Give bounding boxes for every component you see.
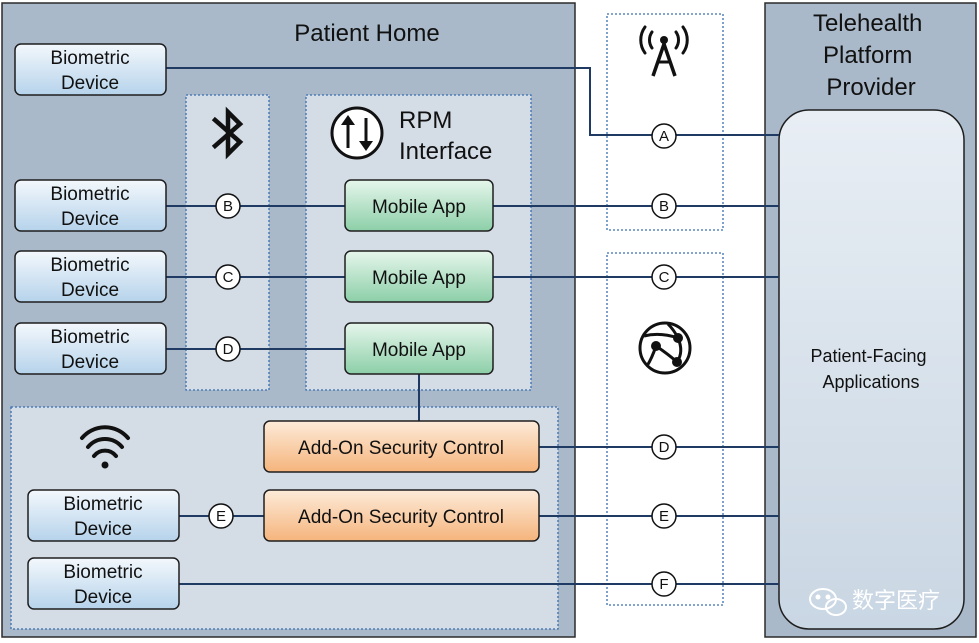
patient-facing-applications-label: Patient-Facing Applications: [810, 346, 931, 392]
marker-e: E: [651, 503, 677, 529]
globe-icon: [638, 321, 692, 375]
marker-b: B: [215, 193, 241, 219]
connection-lines: [166, 67, 779, 585]
marker-a: A: [651, 123, 677, 149]
add-on-security-control: Add-On Security Control: [263, 489, 540, 542]
provider-title: Telehealth Platform Provider: [813, 10, 929, 101]
watermark-text: 数字医疗: [852, 588, 940, 613]
svg-text:E: E: [216, 508, 226, 525]
wifi-icon: [80, 425, 130, 469]
cell-tower-icon: [639, 25, 689, 77]
marker-b: B: [651, 193, 677, 219]
svg-text:Mobile App: Mobile App: [372, 340, 466, 361]
svg-text:A: A: [659, 128, 669, 145]
svg-text:B: B: [223, 198, 233, 215]
mobile-app: Mobile App: [344, 250, 494, 303]
internet-zone: [606, 252, 724, 606]
arrows-updown-icon: [330, 106, 384, 160]
svg-text:Mobile App: Mobile App: [372, 197, 466, 218]
mobile-app: Mobile App: [344, 179, 494, 232]
rpm-interface-title: RPM Interface: [399, 107, 492, 165]
marker-d: D: [215, 336, 241, 362]
marker-f: F: [651, 571, 677, 597]
svg-text:D: D: [659, 439, 670, 456]
svg-text:C: C: [659, 269, 670, 286]
marker-e: E: [208, 503, 234, 529]
mobile-app: Mobile App: [344, 322, 494, 375]
bluetooth-icon: [211, 106, 244, 160]
provider-region: Telehealth Platform Provider Patient-Fac…: [764, 2, 977, 638]
line-a: [166, 67, 779, 136]
svg-text:F: F: [659, 576, 668, 593]
patient-facing-applications-box: [778, 109, 965, 630]
wechat-icon: [809, 588, 847, 616]
svg-text:Add-On Security Control: Add-On Security Control: [298, 438, 504, 459]
marker-c: C: [651, 264, 677, 290]
svg-text:Mobile App: Mobile App: [372, 268, 466, 289]
svg-text:C: C: [223, 269, 234, 286]
svg-text:D: D: [223, 341, 234, 358]
svg-text:E: E: [659, 508, 669, 525]
svg-text:B: B: [659, 198, 669, 215]
marker-d: D: [651, 434, 677, 460]
watermark: 数字医疗: [809, 588, 940, 616]
add-on-security-control: Add-On Security Control: [263, 420, 540, 473]
svg-text:Add-On Security Control: Add-On Security Control: [298, 507, 504, 528]
marker-c: C: [215, 264, 241, 290]
patient-home-title: Patient Home: [294, 20, 439, 47]
